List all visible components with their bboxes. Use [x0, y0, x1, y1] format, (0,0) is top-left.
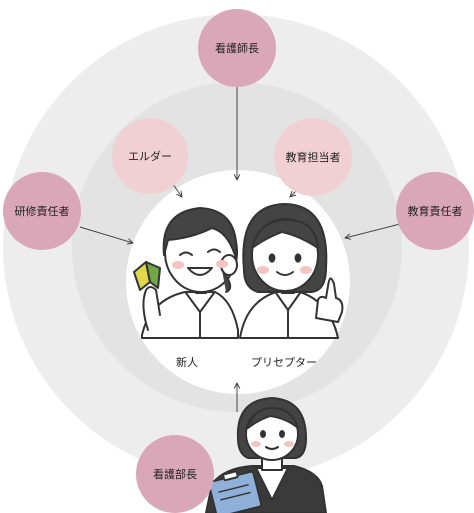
new-staff-label: 新人 [176, 356, 198, 369]
head-nurse-bubble: 看護師長 [198, 9, 276, 87]
preceptor-illustration [239, 203, 344, 339]
nursing-director-bubble: 看護部長 [136, 435, 214, 513]
nursing-director-label: 看護部長 [153, 468, 197, 481]
nursing-director-illustration [205, 397, 327, 513]
education-lead-bubble: 教育担当者 [274, 118, 352, 196]
training-manager-bubble: 研修責任者 [3, 172, 81, 250]
preceptor-label: プリセプター [251, 356, 317, 369]
new-staff-illustration [133, 207, 239, 339]
arrow-education-manager [345, 223, 401, 238]
education-manager-bubble: 教育責任者 [396, 172, 474, 250]
training-manager-label: 研修責任者 [14, 205, 70, 218]
elder-label: エルダー [128, 150, 172, 163]
education-lead-label: 教育担当者 [285, 151, 341, 164]
education-manager-label: 教育責任者 [407, 205, 463, 218]
head-nurse-label: 看護師長 [215, 42, 259, 55]
elder-bubble: エルダー [112, 118, 188, 194]
arrow-training-manager [79, 226, 133, 243]
